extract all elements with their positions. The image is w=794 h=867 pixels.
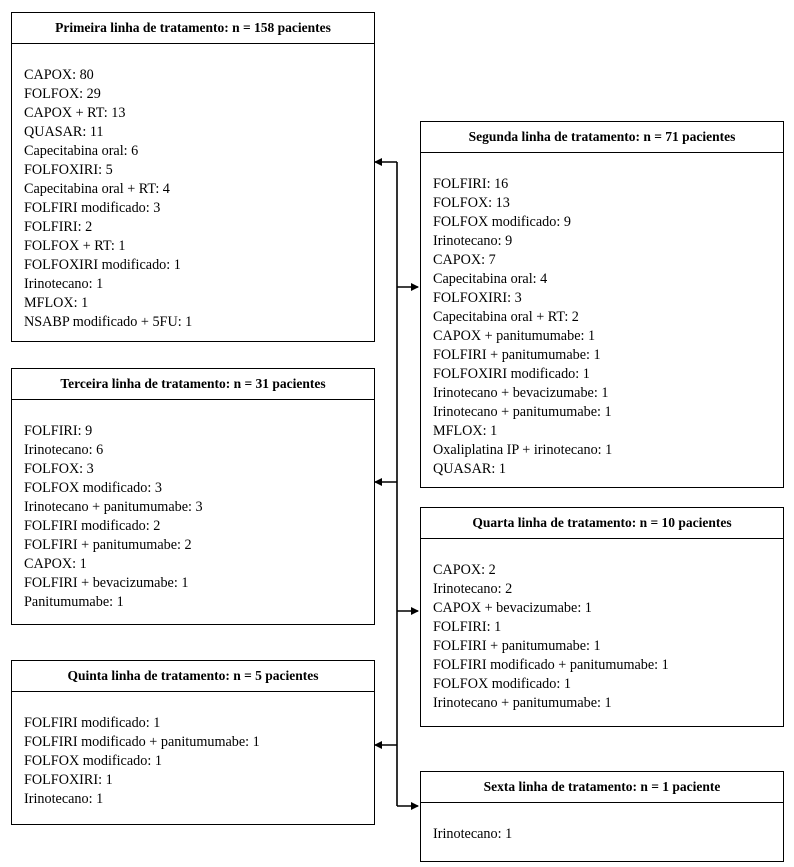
treatment-item: FOLFOX: 29 xyxy=(24,86,101,102)
treatment-item: FOLFOXIRI: 3 xyxy=(433,290,522,306)
treatment-item: QUASAR: 1 xyxy=(433,461,506,477)
treatment-item: Capecitabina oral + RT: 2 xyxy=(433,309,579,325)
treatment-item: FOLFIRI: 1 xyxy=(433,619,502,635)
treatment-item: Irinotecano: 1 xyxy=(24,791,104,807)
box-primeira-linha: Primeira linha de tratamento: n = 158 pa… xyxy=(11,12,375,342)
box-title: Quarta linha de tratamento: n = 10 pacie… xyxy=(421,508,783,539)
treatment-item: MFLOX: 1 xyxy=(24,295,89,311)
treatment-item: Irinotecano + panitumumabe: 3 xyxy=(24,499,203,515)
treatment-item: FOLFIRI: 16 xyxy=(433,176,509,192)
treatment-item: FOLFOXIRI: 1 xyxy=(24,772,113,788)
treatment-item: FOLFIRI modificado: 2 xyxy=(24,518,161,534)
treatment-item: FOLFOX modificado: 1 xyxy=(433,676,571,692)
treatment-item: FOLFIRI: 9 xyxy=(24,423,93,439)
box-title: Primeira linha de tratamento: n = 158 pa… xyxy=(12,13,374,44)
treatment-item: Capecitabina oral: 6 xyxy=(24,143,139,159)
treatment-item: Oxaliplatina IP + irinotecano: 1 xyxy=(433,442,613,458)
treatment-item: Irinotecano + panitumumabe: 1 xyxy=(433,404,612,420)
treatment-list: FOLFIRI: 16 FOLFOX: 13 FOLFOX modificado: … xyxy=(421,153,783,479)
treatment-item: Irinotecano: 2 xyxy=(433,581,513,597)
treatment-item: CAPOX: 2 xyxy=(433,562,496,578)
treatment-item: Irinotecano: 1 xyxy=(24,276,104,292)
treatment-item: FOLFIRI + bevacizumabe: 1 xyxy=(24,575,189,591)
treatment-item: Irinotecano: 6 xyxy=(24,442,104,458)
treatment-list: CAPOX: 2 Irinotecano: 2 CAPOX + bevacizuma… xyxy=(421,539,783,713)
treatment-item: FOLFOX modificado: 1 xyxy=(24,753,162,769)
treatment-item: FOLFOX + RT: 1 xyxy=(24,238,126,254)
treatment-item: FOLFOX modificado: 3 xyxy=(24,480,162,496)
treatment-list: Irinotecano: 1 xyxy=(421,803,783,844)
treatment-list: FOLFIRI modificado: 1 FOLFIRI modificado … xyxy=(12,692,374,809)
box-quinta-linha: Quinta linha de tratamento: n = 5 pacien… xyxy=(11,660,375,825)
treatment-item: Irinotecano + panitumumabe: 1 xyxy=(433,695,612,711)
treatment-item: FOLFOXIRI modificado: 1 xyxy=(24,257,181,273)
treatment-item: Irinotecano: 1 xyxy=(433,826,513,842)
treatment-item: CAPOX: 7 xyxy=(433,252,496,268)
treatment-item: QUASAR: 11 xyxy=(24,124,104,140)
box-quarta-linha: Quarta linha de tratamento: n = 10 pacie… xyxy=(420,507,784,727)
treatment-item: Panitumumabe: 1 xyxy=(24,594,124,610)
box-terceira-linha: Terceira linha de tratamento: n = 31 pac… xyxy=(11,368,375,625)
treatment-list: CAPOX: 80 FOLFOX: 29 CAPOX + RT: 13 QUASAR:… xyxy=(12,44,374,332)
treatment-list: FOLFIRI: 9 Irinotecano: 6 FOLFOX: 3 FOLFOX … xyxy=(12,400,374,612)
box-sexta-linha: Sexta linha de tratamento: n = 1 pacient… xyxy=(420,771,784,862)
treatment-item: FOLFOX: 13 xyxy=(433,195,510,211)
treatment-item: FOLFIRI: 2 xyxy=(24,219,93,235)
treatment-item: CAPOX + RT: 13 xyxy=(24,105,126,121)
treatment-item: Irinotecano + bevacizumabe: 1 xyxy=(433,385,609,401)
treatment-item: FOLFIRI modificado + panitumumabe: 1 xyxy=(433,657,669,673)
treatment-item: MFLOX: 1 xyxy=(433,423,498,439)
treatment-item: NSABP modificado + 5FU: 1 xyxy=(24,314,193,330)
box-segunda-linha: Segunda linha de tratamento: n = 71 paci… xyxy=(420,121,784,488)
treatment-item: CAPOX: 1 xyxy=(24,556,87,572)
treatment-item: FOLFIRI + panitumumabe: 1 xyxy=(433,347,601,363)
treatment-item: Capecitabina oral + RT: 4 xyxy=(24,181,170,197)
treatment-item: FOLFOXIRI: 5 xyxy=(24,162,113,178)
treatment-item: FOLFIRI modificado + panitumumabe: 1 xyxy=(24,734,260,750)
box-title: Sexta linha de tratamento: n = 1 pacient… xyxy=(421,772,783,803)
treatment-item: CAPOX + panitumumabe: 1 xyxy=(433,328,596,344)
treatment-item: FOLFOXIRI modificado: 1 xyxy=(433,366,590,382)
treatment-item: CAPOX: 80 xyxy=(24,67,94,83)
treatment-item: FOLFOX modificado: 9 xyxy=(433,214,571,230)
treatment-item: FOLFOX: 3 xyxy=(24,461,94,477)
treatment-item: CAPOX + bevacizumabe: 1 xyxy=(433,600,592,616)
box-title: Segunda linha de tratamento: n = 71 paci… xyxy=(421,122,783,153)
treatment-item: Irinotecano: 9 xyxy=(433,233,513,249)
box-title: Quinta linha de tratamento: n = 5 pacien… xyxy=(12,661,374,692)
treatment-item: Capecitabina oral: 4 xyxy=(433,271,548,287)
treatment-item: FOLFIRI modificado: 1 xyxy=(24,715,161,731)
treatment-item: FOLFIRI + panitumumabe: 2 xyxy=(24,537,192,553)
treatment-item: FOLFIRI modificado: 3 xyxy=(24,200,161,216)
treatment-item: FOLFIRI + panitumumabe: 1 xyxy=(433,638,601,654)
box-title: Terceira linha de tratamento: n = 31 pac… xyxy=(12,369,374,400)
